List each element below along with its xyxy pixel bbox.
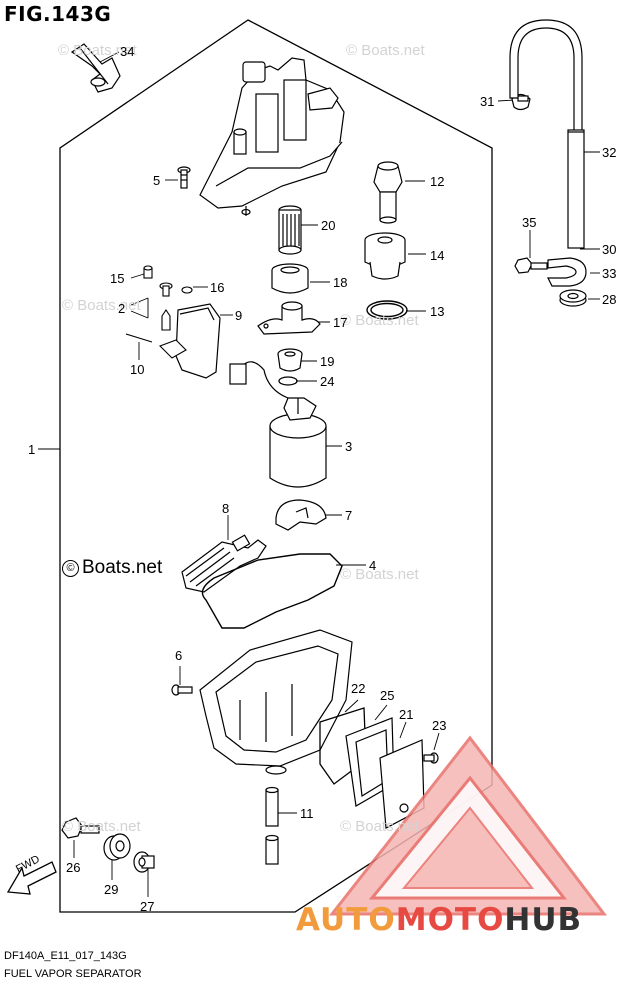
small-parts-15-16-2 — [143, 265, 193, 331]
watermark: © Boats.net — [62, 818, 141, 835]
callout-24: 24 — [320, 374, 335, 389]
figure-name: FUEL VAPOR SEPARATOR — [4, 968, 142, 980]
callout-11: 11 — [300, 806, 314, 821]
callout-27: 27 — [140, 899, 155, 914]
callout-29: 29 — [104, 882, 119, 897]
pump-part-3 — [269, 397, 327, 488]
holder-part-18 — [271, 263, 309, 294]
callout-13: 13 — [430, 304, 445, 319]
callout-30: 30 — [602, 242, 617, 257]
callout-31: 31 — [480, 94, 495, 109]
collar-part-27 — [133, 851, 155, 873]
callout-34: 34 — [120, 44, 135, 59]
leader-lines — [38, 51, 600, 897]
spacer-part-7 — [275, 499, 327, 531]
watermark-main: ©Boats.net — [62, 557, 162, 579]
brand-part-moto: MOTO — [395, 902, 505, 938]
callout-15: 15 — [110, 271, 125, 286]
regulator-part-14 — [364, 232, 406, 280]
callout-25: 25 — [380, 688, 395, 703]
brand-part-hub: HUB — [504, 902, 583, 938]
grommet-part-28 — [559, 289, 587, 307]
screw-part-6 — [171, 684, 193, 696]
callout-20: 20 — [321, 218, 336, 233]
screw-part-5 — [177, 166, 191, 189]
watermark: © Boats.net — [346, 42, 425, 59]
callout-3: 3 — [345, 439, 353, 454]
callout-32: 32 — [602, 145, 617, 160]
watermark: © Boats.net — [340, 818, 419, 835]
callout-22: 22 — [351, 681, 366, 696]
callout-7: 7 — [345, 508, 353, 523]
separator-cover — [199, 57, 345, 216]
callout-10: 10 — [130, 362, 145, 377]
callout-33: 33 — [602, 266, 617, 281]
grommet-part-29 — [103, 833, 131, 861]
callout-35: 35 — [522, 215, 537, 230]
bolt-part-26 — [61, 817, 100, 839]
bracket-part-33 — [547, 257, 587, 287]
callout-4: 4 — [369, 558, 377, 573]
callout-28: 28 — [602, 292, 617, 307]
callout-12: 12 — [430, 174, 445, 189]
callout-26: 26 — [66, 860, 81, 875]
cover-part-9 — [175, 303, 221, 379]
oring-part-13 — [366, 300, 408, 320]
callout-19: 19 — [320, 354, 335, 369]
seal-part-19 — [277, 348, 303, 372]
watermark: © Boats.net — [62, 297, 141, 314]
callout-18: 18 — [333, 275, 348, 290]
callout-17: 17 — [333, 315, 348, 330]
callout-8: 8 — [222, 501, 230, 516]
screw-part-23 — [423, 752, 439, 764]
gasket-part-22 — [319, 707, 367, 785]
float-chamber — [199, 629, 353, 775]
callout-23: 23 — [432, 718, 447, 733]
brand-logo-text: AUTOMOTOHUB — [296, 902, 582, 938]
gasket-part-4 — [201, 553, 343, 629]
bolt-part-35 — [514, 257, 548, 274]
assembly-frame — [59, 19, 493, 913]
figure-title: FIG.143G — [4, 2, 112, 26]
callout-14: 14 — [430, 248, 445, 263]
pipe-part-11 — [265, 786, 279, 865]
brand-logo-icon — [328, 735, 608, 916]
callout-16: 16 — [210, 280, 225, 295]
oring-part-24 — [278, 376, 298, 386]
callout-9: 9 — [235, 308, 243, 323]
hose-part-32 — [509, 19, 585, 249]
bracket-part-17 — [257, 301, 321, 335]
pin-part-10 — [125, 333, 187, 359]
clamp-part-34 — [70, 43, 121, 93]
strainer-part-8 — [181, 534, 267, 593]
cover-part-21 — [379, 739, 425, 829]
brand-part-auto: AUTO — [296, 902, 396, 938]
valve-part-12 — [373, 161, 403, 224]
watermark: © Boats.net — [340, 312, 419, 329]
callout-1: 1 — [28, 442, 36, 457]
callout-21: 21 — [399, 707, 414, 722]
callout-2: 2 — [118, 301, 126, 316]
watermark: © Boats.net — [58, 42, 137, 59]
watermark: © Boats.net — [340, 566, 419, 583]
filter-part-20 — [278, 205, 302, 255]
callout-5: 5 — [153, 173, 161, 188]
fwd-arrow-icon — [6, 861, 57, 895]
callout-6: 6 — [175, 648, 183, 663]
figure-code: DF140A_E11_017_143G — [4, 950, 127, 962]
